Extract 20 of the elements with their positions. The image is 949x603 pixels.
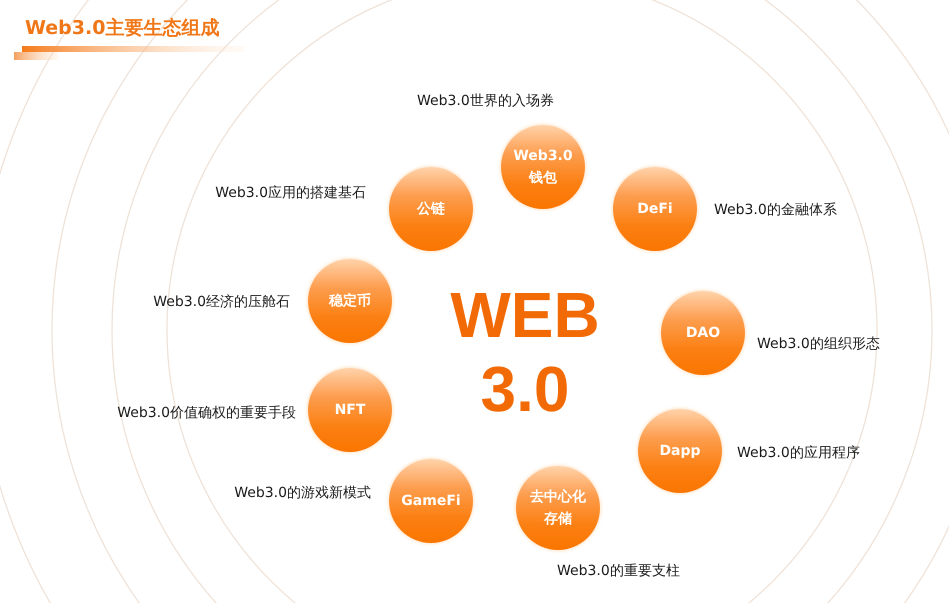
ecosystem-circle: 去中心化存储 (516, 466, 600, 550)
ecosystem-circle: GameFi (389, 459, 473, 543)
page-title: Web3.0主要生态组成 (25, 16, 220, 41)
description-text: Web3.0的应用程序 (737, 444, 860, 463)
description-text: Web3.0世界的入场券 (417, 92, 554, 111)
description-text: Web3.0经济的压舱石 (153, 293, 290, 312)
ecosystem-circle: 稳定币 (308, 259, 392, 343)
description-text: Web3.0价值确权的重要手段 (117, 404, 296, 423)
description-text: Web3.0的游戏新模式 (234, 484, 371, 503)
description-text: Web3.0的组织形态 (757, 335, 880, 354)
center-heading: WEB 3.0 (449, 278, 601, 426)
ecosystem-circle: DAO (661, 291, 745, 375)
ecosystem-circle: Dapp (638, 409, 722, 493)
description-text: Web3.0应用的搭建基石 (215, 184, 366, 203)
ecosystem-circle: DeFi (613, 167, 697, 251)
ecosystem-circle: Web3.0钱包 (501, 125, 585, 209)
ecosystem-circle: 公链 (389, 167, 473, 251)
description-text: Web3.0的金融体系 (714, 201, 837, 220)
description-text: Web3.0的重要支柱 (557, 562, 680, 581)
ecosystem-circle: NFT (308, 368, 392, 452)
